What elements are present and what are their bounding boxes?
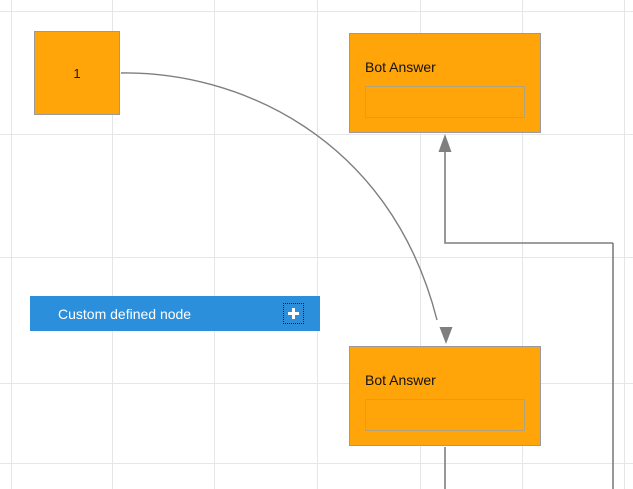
custom-defined-node-bar[interactable]: Custom defined node (30, 296, 320, 331)
edge-orthogonal-to-top[interactable] (438, 134, 614, 244)
node-bot-answer-top[interactable]: Bot Answer (349, 33, 541, 133)
node-index-label: 1 (73, 65, 81, 81)
edge-curve-path (120, 72, 438, 321)
arrowhead-down-icon (439, 327, 453, 344)
node-answer-field[interactable] (365, 86, 525, 118)
custom-defined-node-label: Custom defined node (58, 305, 192, 322)
edge-curve-node1-to-bottom[interactable] (120, 72, 453, 344)
node-title: Bot Answer (365, 372, 436, 388)
node-bot-answer-bottom[interactable]: Bot Answer (349, 346, 541, 446)
arrowhead-up-icon (438, 134, 452, 152)
node-title: Bot Answer (365, 59, 436, 75)
plus-icon[interactable] (283, 303, 304, 324)
edge-orthogonal-path (444, 150, 613, 244)
node-answer-field[interactable] (365, 399, 525, 431)
node-1[interactable]: 1 (34, 31, 120, 115)
